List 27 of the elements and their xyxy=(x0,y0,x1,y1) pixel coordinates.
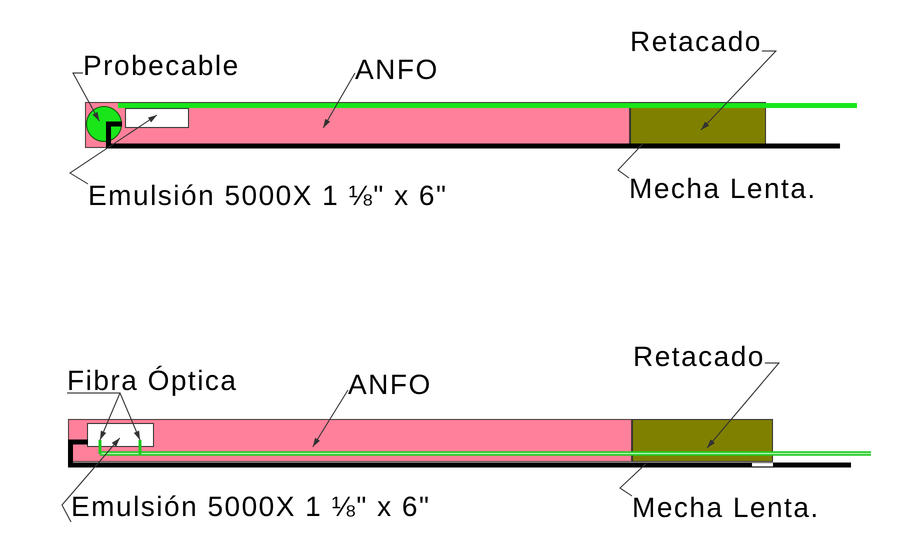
leader-line xyxy=(700,50,778,130)
part-label: Retacado xyxy=(633,341,765,373)
part-label: Retacado xyxy=(630,26,762,58)
leader-line xyxy=(322,72,356,128)
leader-line xyxy=(61,438,120,522)
leader-line xyxy=(312,390,348,448)
part-label: Probecable xyxy=(83,50,240,82)
fiber-tip xyxy=(138,440,142,454)
leader-line xyxy=(72,72,100,122)
part-label: Mecha Lenta. xyxy=(632,492,820,524)
emulsion-cartridge xyxy=(125,108,189,128)
part-label: Mecha Lenta. xyxy=(629,173,817,205)
part-label: Emulsión 5000X 1 ⅛" x 6" xyxy=(88,180,448,212)
fiber-tip xyxy=(98,440,102,454)
leader-line xyxy=(69,114,158,184)
leader-line xyxy=(706,362,780,448)
part-label: Fibra Óptica xyxy=(67,365,238,397)
leader-line xyxy=(619,462,648,496)
slow-fuse-line xyxy=(68,439,851,468)
part-label: ANFO xyxy=(348,369,432,401)
part-label: ANFO xyxy=(355,54,439,86)
leader-line xyxy=(66,392,140,440)
part-label: Emulsión 5000X 1 ⅛" x 6" xyxy=(71,491,430,523)
emulsion-cartridge xyxy=(87,423,154,447)
leader-line xyxy=(617,142,644,178)
slow-fuse-line xyxy=(106,121,841,149)
stemming-column xyxy=(632,419,773,462)
